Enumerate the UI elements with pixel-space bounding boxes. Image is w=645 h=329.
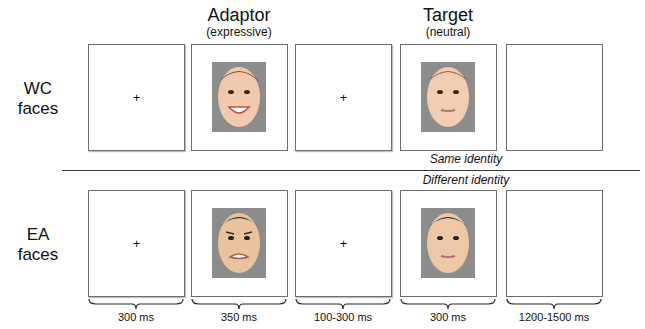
ea-neutral-face <box>453 236 459 240</box>
wc-neutral-face <box>428 71 468 82</box>
ea-expressive-face <box>212 208 266 278</box>
row-label: WC faces <box>6 79 70 118</box>
column-heading: Adaptor <box>179 5 299 26</box>
fixation-frame: + <box>295 44 392 151</box>
stimulus-frame <box>192 191 288 297</box>
identity-note: Same identity <box>401 153 531 167</box>
stimulus-frame <box>401 191 497 297</box>
ea-neutral-face <box>428 217 468 228</box>
wc-expressive-face <box>229 107 249 113</box>
duration-brace <box>89 299 183 309</box>
column-subheading: (expressive) <box>179 26 299 40</box>
stimulus-frame <box>507 191 603 297</box>
ea-expressive-face <box>244 236 250 240</box>
wc-neutral-face <box>453 90 459 94</box>
duration-label: 100-300 ms <box>293 311 393 324</box>
ea-expressive-face <box>218 213 260 273</box>
duration-label: 1200-1500 ms <box>504 311 604 324</box>
wc-neutral-face <box>427 67 469 127</box>
wc-expressive-face <box>218 67 260 127</box>
fixation-frame: + <box>295 190 392 297</box>
ea-expressive-face <box>212 208 266 278</box>
wc-expressive-face <box>219 71 259 82</box>
wc-neutral-face <box>441 110 455 111</box>
column-heading: Target <box>388 5 508 26</box>
ea-neutral-face <box>427 213 469 273</box>
duration-brace <box>401 299 495 309</box>
duration-label: 350 ms <box>189 311 289 324</box>
fixation-frame: + <box>88 190 185 297</box>
stimulus-frame <box>192 45 288 151</box>
fixation-cross: + <box>133 91 141 104</box>
duration-label: 300 ms <box>86 311 186 324</box>
duration-brace <box>296 299 390 309</box>
wc-expressive-face <box>212 62 266 132</box>
ea-expressive-face <box>219 217 259 228</box>
fixation-cross: + <box>340 91 348 104</box>
wc-expressive-face <box>212 62 266 132</box>
duration-brace <box>507 299 601 309</box>
wc-expressive-face <box>228 90 234 94</box>
ea-expressive-face <box>230 254 248 259</box>
ea-neutral-face <box>421 208 475 278</box>
duration-brace <box>89 299 601 309</box>
column-subheading: (neutral) <box>388 26 508 40</box>
wc-expressive-face <box>244 90 250 94</box>
duration-brace <box>192 299 286 309</box>
ea-neutral-face <box>441 256 455 257</box>
wc-neutral-face <box>437 90 443 94</box>
ea-expressive-face <box>228 236 234 240</box>
row-label: EA faces <box>6 225 70 264</box>
ea-expressive-face <box>226 232 252 234</box>
ea-neutral-face <box>437 236 443 240</box>
wc-neutral-face <box>421 62 475 132</box>
fixation-cross: + <box>340 237 348 250</box>
row-separator <box>62 170 640 171</box>
stimulus-frame <box>507 45 603 151</box>
fixation-frame: + <box>88 44 185 151</box>
identity-note: Different identity <box>396 174 536 188</box>
duration-label: 300 ms <box>398 311 498 324</box>
stimulus-frame <box>401 45 497 151</box>
wc-neutral-face <box>421 62 475 132</box>
fixation-cross: + <box>133 237 141 250</box>
ea-neutral-face <box>421 208 475 278</box>
